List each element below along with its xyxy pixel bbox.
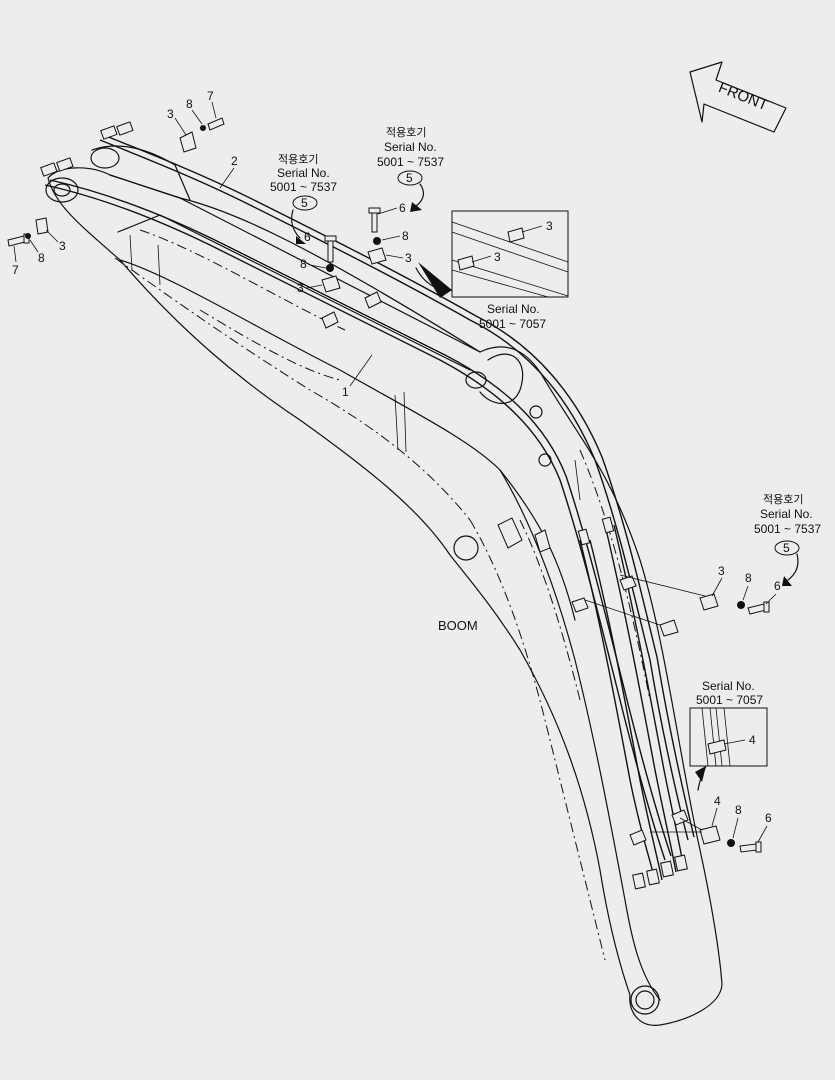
callout-6f: 6 [765, 811, 772, 825]
front-label: FRONT [716, 79, 770, 114]
callout-8e: 8 [745, 571, 752, 585]
detail-top-callout-2: 3 [494, 250, 501, 264]
hose-routing [40, 121, 695, 890]
detail-box-bottom: 4 Serial No. 5001 ~ 7057 [689, 679, 768, 791]
note-top-left-korean: 적용호기 [278, 153, 318, 166]
callout-4f: 4 [714, 794, 721, 808]
callout-3e: 3 [718, 564, 725, 578]
detail-box-top: 3 3 Serial No. 5001 ~ 7057 [415, 210, 569, 331]
callout-8f: 8 [735, 803, 742, 817]
note-top-center-korean: 적용호기 [386, 126, 426, 139]
callout-3c: 3 [297, 281, 304, 295]
detail-bottom-serial: Serial No. [702, 679, 755, 693]
note-right-korean: 적용호기 [763, 493, 803, 506]
fasteners [7, 117, 770, 853]
callout-6d: 6 [399, 201, 406, 215]
note-right-ref: 5 [783, 541, 790, 555]
detail-bottom-callout: 4 [749, 733, 756, 747]
note-top-center-range: 5001 ~ 7537 [377, 155, 444, 169]
callout-8a: 8 [186, 97, 193, 111]
callout-7b: 7 [12, 263, 19, 277]
boom-structure [45, 145, 723, 1026]
detail-top-range: 5001 ~ 7057 [479, 317, 546, 331]
callout-3a: 3 [167, 107, 174, 121]
callout-8b: 8 [38, 251, 45, 265]
note-top-left-serial: Serial No. [277, 166, 330, 180]
callout-1: 1 [342, 385, 349, 399]
callout-6e: 6 [774, 579, 781, 593]
note-right-range: 5001 ~ 7537 [754, 522, 821, 536]
note-right-serial: Serial No. [760, 507, 813, 521]
note-top-center-serial: Serial No. [384, 140, 437, 154]
callout-8c: 8 [300, 257, 307, 271]
callout-3d: 3 [405, 251, 412, 265]
callout-2: 2 [231, 154, 238, 168]
detail-bottom-range: 5001 ~ 7057 [696, 693, 763, 707]
detail-top-serial: Serial No. [487, 302, 540, 316]
note-top-left-range: 5001 ~ 7537 [270, 180, 337, 194]
detail-top-callout-1: 3 [546, 219, 553, 233]
callout-6c: 6 [304, 230, 311, 244]
serial-note-top-center: 적용호기 Serial No. 5001 ~ 7537 5 [377, 126, 444, 212]
boom-label: BOOM [438, 618, 478, 633]
serial-note-top-left: 적용호기 Serial No. 5001 ~ 7537 5 [270, 153, 337, 244]
callout-7a: 7 [207, 89, 214, 103]
callout-3b: 3 [59, 239, 66, 253]
callout-8d: 8 [402, 229, 409, 243]
note-top-center-ref: 5 [406, 171, 413, 185]
front-arrow: FRONT [689, 61, 787, 133]
serial-note-right: 적용호기 Serial No. 5001 ~ 7537 5 [754, 493, 821, 586]
callouts: 1 2 3 8 7 7 8 3 6 8 3 6 8 3 3 8 [12, 89, 781, 843]
note-top-left-ref: 5 [301, 196, 308, 210]
